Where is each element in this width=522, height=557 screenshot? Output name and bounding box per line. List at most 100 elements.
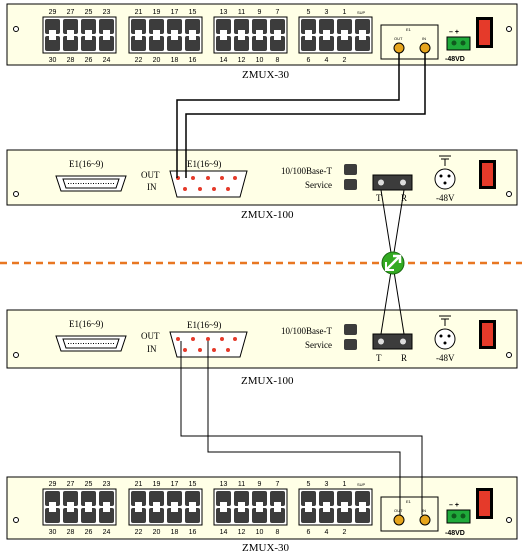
e1-rj-port[interactable]	[234, 491, 249, 506]
port-latch	[274, 30, 281, 34]
bnc-connector-in[interactable]	[419, 514, 431, 526]
e1-rj-port[interactable]	[131, 508, 146, 523]
power-connector[interactable]	[434, 168, 456, 190]
e1-rj-port[interactable]	[167, 36, 182, 51]
e1-rj-port[interactable]	[234, 36, 249, 51]
bnc-connector-in[interactable]	[419, 42, 431, 54]
db37-connector[interactable]	[55, 175, 127, 192]
e1-rj-port[interactable]	[167, 508, 182, 523]
db37-connector[interactable]	[55, 335, 127, 352]
rj45-service-port[interactable]	[344, 339, 357, 350]
port-latch	[220, 30, 227, 34]
e1-rj-port[interactable]	[252, 491, 267, 506]
e1-rj-port[interactable]	[149, 508, 164, 523]
e1-rj-port[interactable]	[252, 508, 267, 523]
power-terminal[interactable]	[446, 509, 471, 524]
e1-rj-port[interactable]	[185, 491, 200, 506]
e1-rj-port[interactable]	[81, 491, 96, 506]
e1-rj-port[interactable]	[355, 19, 370, 34]
e1-rj-port[interactable]	[337, 36, 352, 51]
e1-rj-port[interactable]	[63, 19, 78, 34]
e1-rj-port[interactable]	[301, 19, 316, 34]
port-number-label: 24	[103, 57, 111, 64]
e1-rj-port[interactable]	[301, 508, 316, 523]
e1-rj-port[interactable]	[45, 36, 60, 51]
e1-rj-port[interactable]	[185, 36, 200, 51]
e1-rj-port[interactable]	[63, 36, 78, 51]
e1-rj-port[interactable]	[234, 508, 249, 523]
e1-rj-port[interactable]	[337, 19, 352, 34]
e1-rj-port[interactable]	[81, 508, 96, 523]
e1-rj-port[interactable]	[270, 508, 285, 523]
e1-rj-port[interactable]	[149, 491, 164, 506]
e1-rj-port[interactable]	[216, 19, 231, 34]
port-number-label: 18	[171, 57, 179, 64]
e1-rj-port[interactable]	[131, 36, 146, 51]
screw-icon	[506, 26, 512, 32]
e1-rj-port[interactable]	[81, 36, 96, 51]
e1-rj-port[interactable]	[99, 19, 114, 34]
port-number-label: 6	[307, 57, 311, 64]
e1-rj-port[interactable]	[149, 19, 164, 34]
e1-rj-port[interactable]	[131, 19, 146, 34]
e1-rj-port[interactable]	[167, 19, 182, 34]
port-number-label: 3	[325, 9, 329, 16]
e1-rj-port[interactable]	[337, 508, 352, 523]
e1-rj-port[interactable]	[270, 36, 285, 51]
e1-right-label: E1(16~9)	[187, 320, 221, 330]
power-terminal[interactable]	[446, 36, 471, 51]
port-number-label: 4	[325, 57, 329, 64]
port-latch	[153, 508, 160, 512]
e1-db-connector[interactable]	[169, 170, 248, 198]
e1-rj-port[interactable]	[81, 19, 96, 34]
e1-rj-port[interactable]	[63, 491, 78, 506]
e1-rj-port[interactable]	[319, 491, 334, 506]
e1-rj-port[interactable]	[45, 19, 60, 34]
e1-rj-port[interactable]	[319, 36, 334, 51]
port-latch	[274, 508, 281, 512]
e1-rj-port[interactable]	[252, 36, 267, 51]
e1-rj-port[interactable]	[45, 508, 60, 523]
e1-rj-port[interactable]	[216, 491, 231, 506]
e1-rj-port[interactable]	[185, 508, 200, 523]
e1-rj-port[interactable]	[167, 491, 182, 506]
bnc-connector-out[interactable]	[393, 42, 405, 54]
port-number-label: 21	[135, 9, 143, 16]
e1-rj-port[interactable]	[301, 36, 316, 51]
e1-rj-port[interactable]	[216, 508, 231, 523]
polarity-label: – +	[449, 29, 459, 36]
e1-rj-port[interactable]	[99, 36, 114, 51]
optical-tr-port[interactable]	[372, 174, 413, 191]
e1-rj-port[interactable]	[270, 491, 285, 506]
e1-rj-port[interactable]	[63, 508, 78, 523]
port-latch	[238, 508, 245, 512]
port-latch	[359, 30, 366, 34]
e1-rj-port[interactable]	[355, 36, 370, 51]
rj45-service-port[interactable]	[344, 179, 357, 190]
e1-rj-port[interactable]	[355, 508, 370, 523]
port-latch	[171, 502, 178, 506]
e1-rj-port[interactable]	[252, 19, 267, 34]
e1-rj-port[interactable]	[131, 491, 146, 506]
e1-rj-port[interactable]	[355, 491, 370, 506]
e1-rj-port[interactable]	[185, 19, 200, 34]
e1-rj-port[interactable]	[99, 508, 114, 523]
e1-rj-port[interactable]	[319, 19, 334, 34]
power-connector[interactable]	[434, 328, 456, 350]
e1-rj-port[interactable]	[319, 508, 334, 523]
e1-rj-port[interactable]	[149, 36, 164, 51]
e1-rj-port[interactable]	[301, 491, 316, 506]
power-label: -48V	[436, 193, 455, 203]
e1-rj-port[interactable]	[234, 19, 249, 34]
e1-rj-port[interactable]	[270, 19, 285, 34]
rj45-ethernet-port[interactable]	[344, 164, 357, 175]
optical-tr-port[interactable]	[372, 333, 413, 350]
e1-rj-port[interactable]	[337, 491, 352, 506]
e1-rj-port[interactable]	[99, 491, 114, 506]
rj45-ethernet-port[interactable]	[344, 324, 357, 335]
bnc-connector-out[interactable]	[393, 514, 405, 526]
port-latch	[49, 508, 56, 512]
e1-rj-port[interactable]	[216, 36, 231, 51]
e1-plate-label: E1	[406, 27, 412, 32]
e1-rj-port[interactable]	[45, 491, 60, 506]
